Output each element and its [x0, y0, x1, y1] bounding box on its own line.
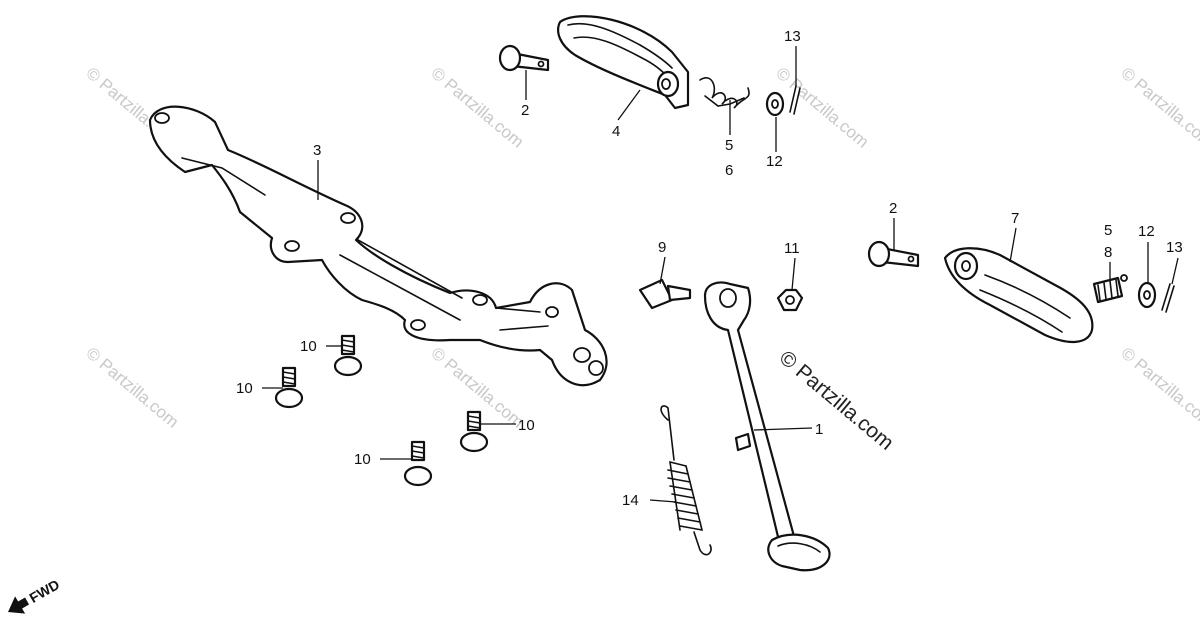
callout-6: 6: [725, 162, 733, 179]
callout-2: 2: [889, 200, 897, 217]
callout-12: 12: [766, 153, 783, 170]
flange-bolt: [274, 366, 304, 409]
leader-lines: [262, 46, 1179, 503]
washer-right-hole: [1143, 290, 1151, 300]
pin-upper: [498, 44, 550, 72]
nut: [776, 288, 804, 312]
callout-10: 10: [518, 417, 535, 434]
flange-bolt: [333, 334, 363, 377]
footpeg-right: [943, 247, 1094, 343]
watermark-text: © Partzilla.com: [772, 64, 872, 152]
cotter-pin-upper: [789, 85, 801, 115]
watermark-main: © Partzilla.com: [775, 346, 898, 455]
callout-2: 2: [521, 102, 529, 119]
callout-3: 3: [313, 142, 321, 159]
arrow-left-icon: [8, 596, 30, 614]
callout-1: 1: [815, 421, 823, 438]
fwd-label: FWD: [27, 576, 63, 606]
callout-8: 8: [1104, 244, 1112, 261]
callout-5: 5: [725, 137, 733, 154]
callout-labels: 1 2 2 3 4 5 6 12 13 7 5 8 12 13 9 11 10 …: [236, 28, 1183, 509]
pivot-bolt: [638, 278, 692, 310]
watermark-layer: © Partzilla.com © Partzilla.com © Partzi…: [82, 64, 1200, 432]
step-bar-frame: [148, 105, 608, 387]
callout-9: 9: [658, 239, 666, 256]
callout-5: 5: [1104, 222, 1112, 239]
callout-10: 10: [236, 380, 253, 397]
callout-13: 13: [784, 28, 801, 45]
return-spring-upper: [699, 77, 750, 109]
footpeg-left: [557, 15, 690, 110]
callout-12: 12: [1138, 223, 1155, 240]
callout-14: 14: [622, 492, 639, 509]
callout-7: 7: [1011, 210, 1019, 227]
callout-10: 10: [300, 338, 317, 355]
callout-4: 4: [612, 123, 620, 140]
cotter-pin-right: [1161, 283, 1175, 313]
pin-right: [867, 240, 920, 268]
callout-13: 13: [1166, 239, 1183, 256]
watermark-text: © Partzilla.com: [82, 344, 182, 432]
washer-upper-hole: [771, 99, 779, 109]
callout-11: 11: [784, 240, 800, 257]
side-stand-spring: [660, 405, 712, 556]
flange-bolt: [403, 440, 433, 487]
callout-10: 10: [354, 451, 371, 468]
forward-direction-indicator: FWD: [8, 576, 63, 614]
flange-bolt: [459, 410, 489, 453]
watermark-text: © Partzilla.com: [1117, 344, 1200, 432]
side-stand: [703, 281, 831, 572]
watermark-text: © Partzilla.com: [427, 64, 527, 152]
watermark-text: © Partzilla.com: [1117, 64, 1200, 152]
